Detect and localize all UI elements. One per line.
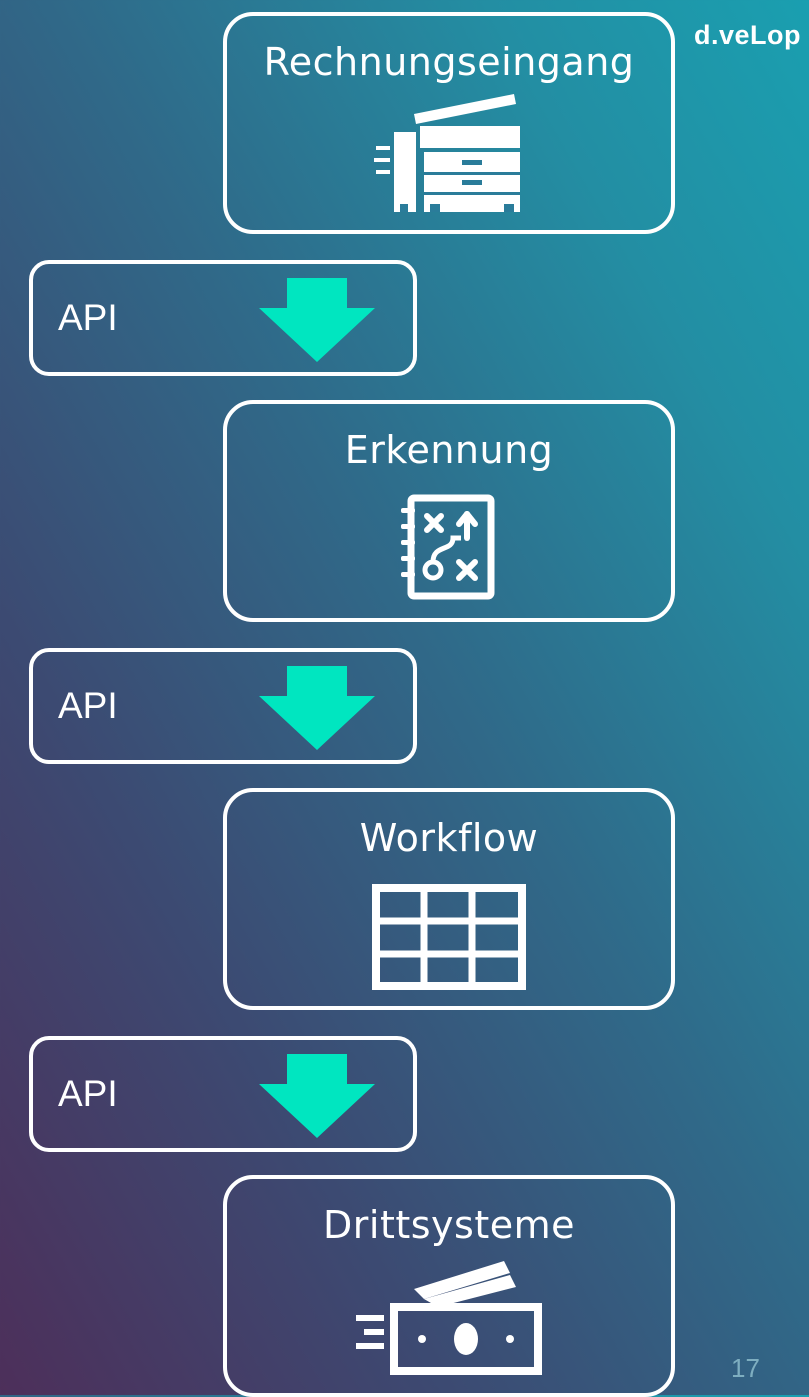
api-label: API	[58, 685, 118, 726]
api-connector-1: API	[29, 260, 417, 376]
page-number: 17	[731, 1353, 760, 1383]
arrow-down-icon	[258, 278, 378, 368]
api-connector-2: API	[29, 648, 417, 764]
api-label: API	[58, 297, 118, 338]
fast-money-icon	[354, 1259, 544, 1379]
stage-drittsysteme: Drittsysteme	[223, 1175, 675, 1397]
stage-title: Workflow	[359, 816, 539, 860]
strategy-board-icon	[389, 482, 509, 606]
copier-icon	[374, 94, 524, 218]
api-connector-3: API	[29, 1036, 417, 1152]
table-icon	[372, 884, 526, 994]
stage-erkennung: Erkennung	[223, 400, 675, 622]
stage-title: Rechnungseingang	[263, 40, 635, 84]
stage-rechnungseingang: Rechnungseingang	[223, 12, 675, 234]
stage-title: Drittsysteme	[323, 1203, 575, 1247]
api-label: API	[58, 1073, 118, 1114]
stage-workflow: Workflow	[223, 788, 675, 1010]
stage-title: Erkennung	[344, 428, 554, 472]
arrow-down-icon	[258, 666, 378, 756]
arrow-down-icon	[258, 1054, 378, 1144]
brand-logo: d.veLop	[694, 20, 802, 50]
